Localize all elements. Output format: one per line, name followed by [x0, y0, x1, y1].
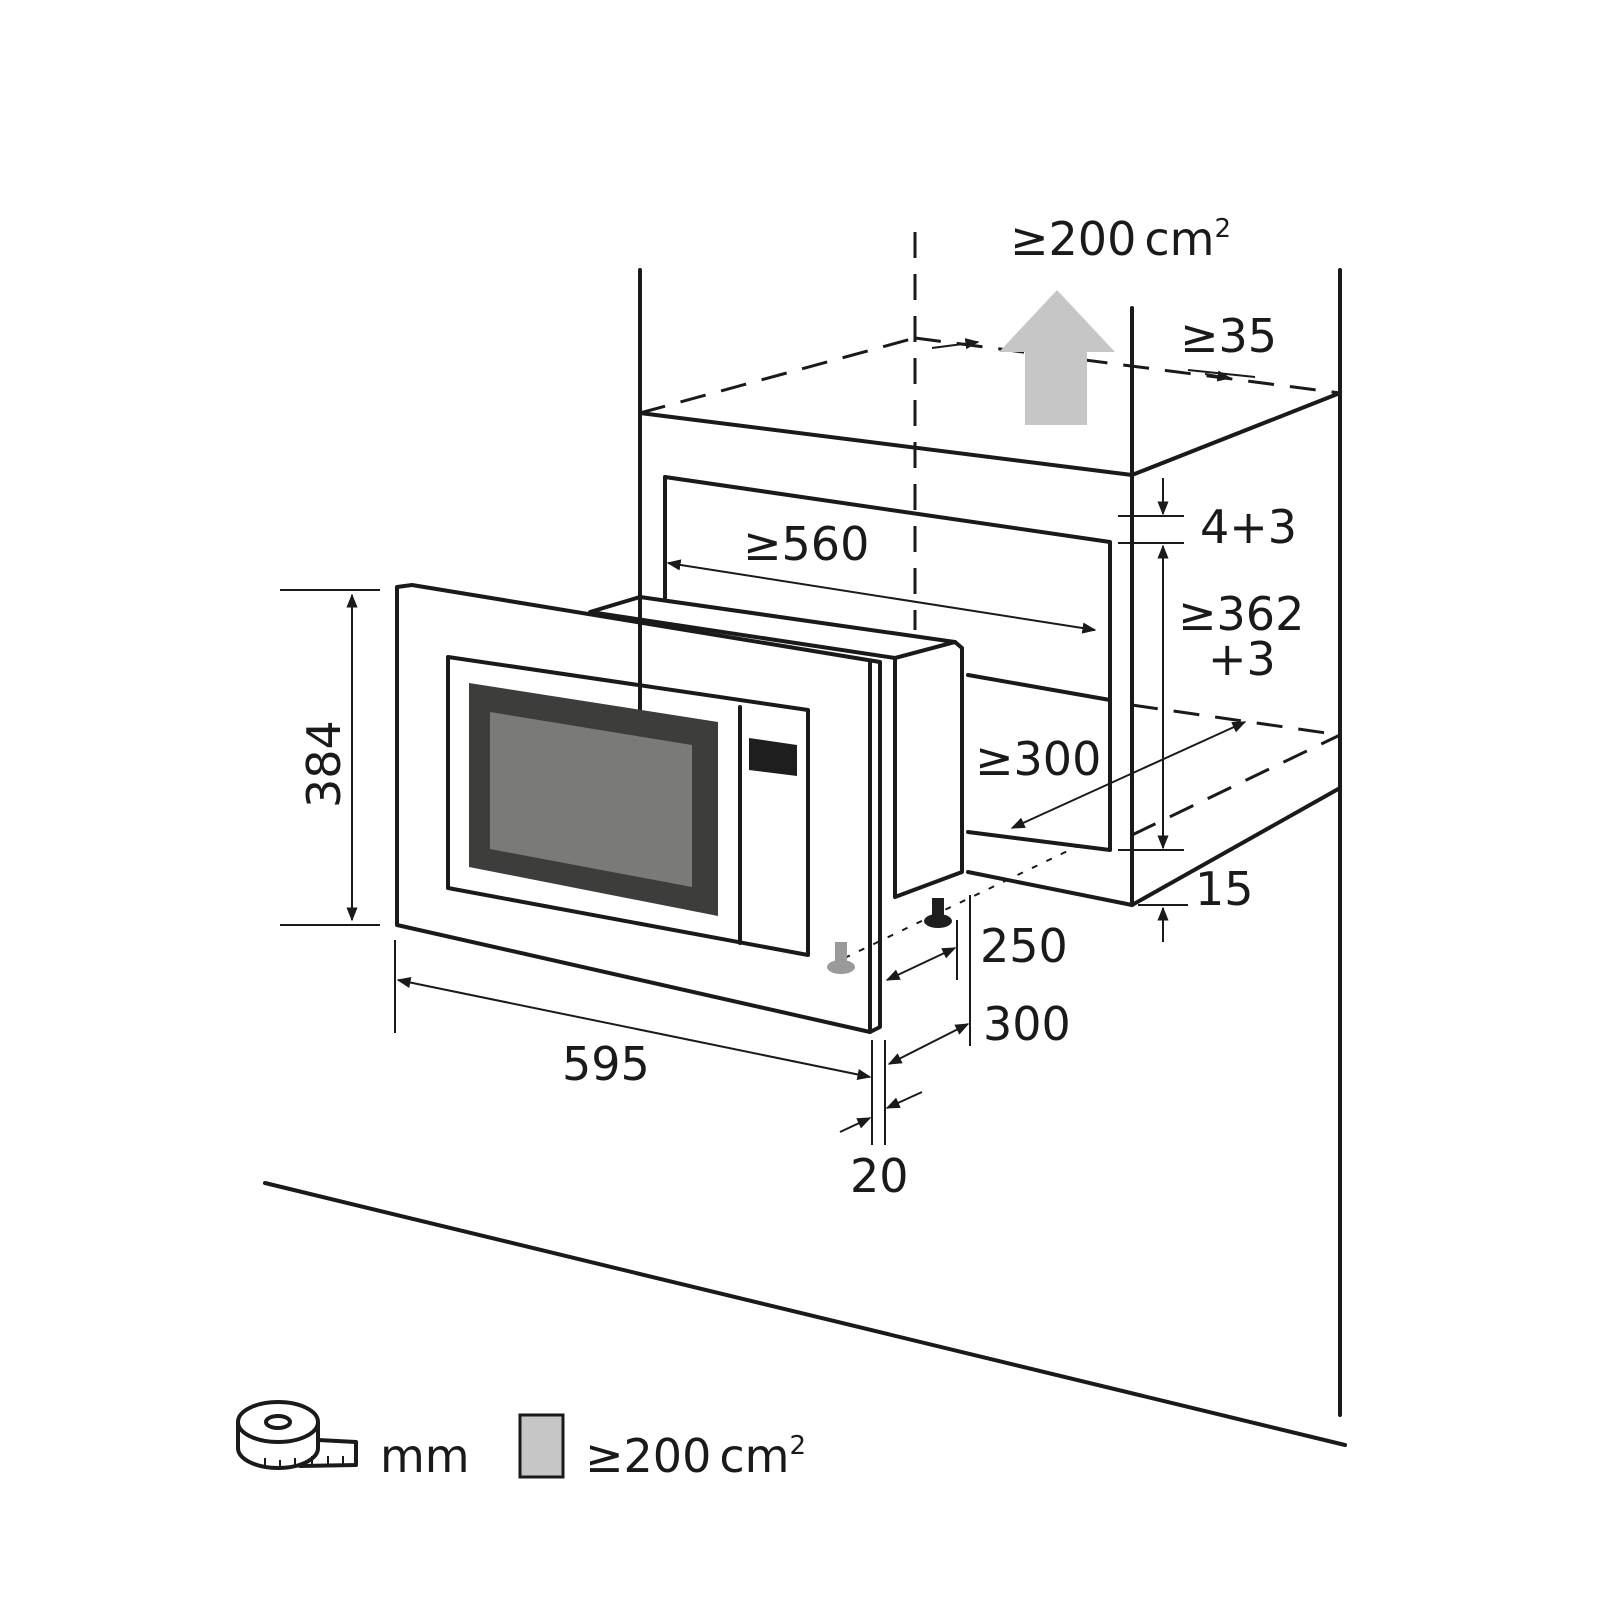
microwave-front-frame [395, 583, 882, 1034]
legend-unit-label: mm [380, 1429, 470, 1483]
dimension-lines [280, 338, 1256, 1145]
depth-250-label: 250 [980, 919, 1068, 973]
front-foot [835, 942, 847, 964]
appliance-height-label: 384 [297, 720, 351, 808]
shelf-thickness-label: 15 [1195, 862, 1254, 916]
cabinet [263, 232, 1347, 1447]
depth-300-label: 300 [983, 997, 1071, 1051]
niche-height-tol-label: +3 [1208, 632, 1276, 686]
rear-foot [932, 898, 944, 918]
rear-gap-label: ≥35 [1180, 309, 1277, 363]
vent-arrow-icon [999, 290, 1115, 425]
niche-depth-label: ≥300 [975, 732, 1101, 786]
frame-depth-label: 20 [850, 1149, 909, 1203]
frame-gap-label: 4+3 [1200, 500, 1297, 554]
microwave [395, 583, 964, 1034]
vent-area-swatch-icon [518, 1413, 565, 1479]
control-display [749, 738, 797, 776]
tape-measure-icon [236, 1400, 358, 1470]
niche-width-label: ≥560 [743, 517, 869, 571]
niche-height-label: ≥362 [1178, 587, 1304, 641]
door-glass [490, 712, 692, 887]
appliance-width-label: 595 [562, 1037, 650, 1091]
